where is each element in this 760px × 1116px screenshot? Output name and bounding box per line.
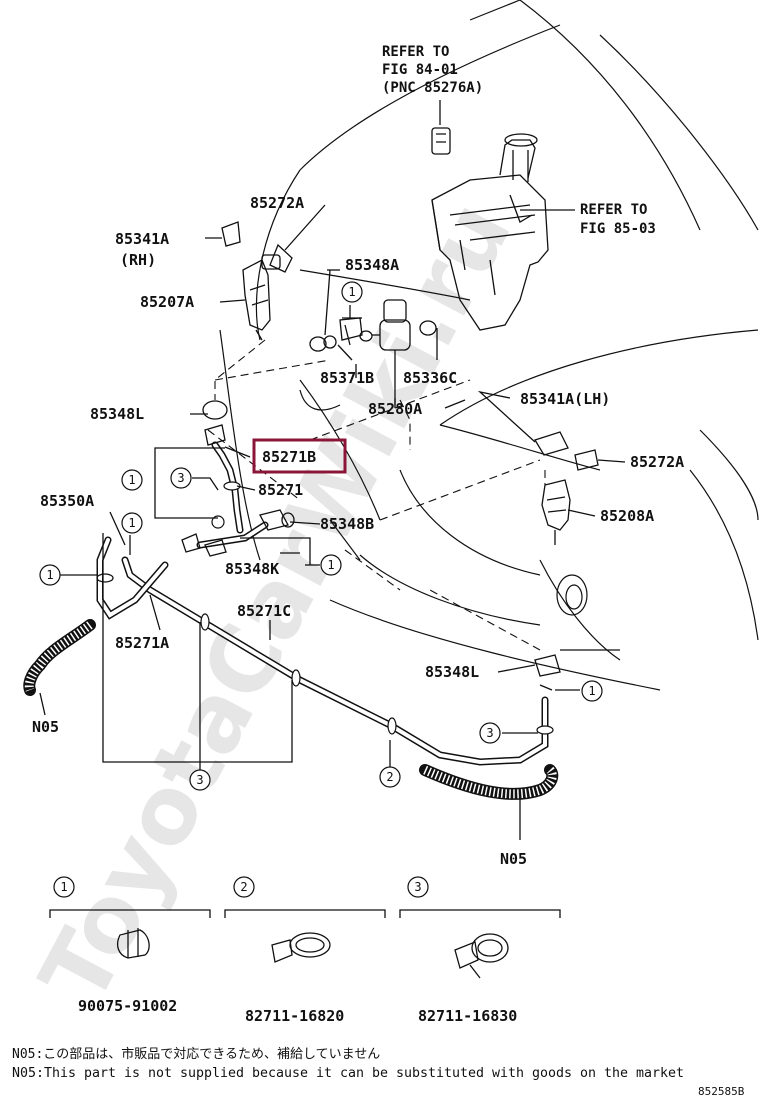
part-label-85272a-right[interactable]: 85272A (630, 453, 684, 471)
legend: 1 2 3 90075-91002 82711-16820 82711-1683… (49, 876, 561, 1025)
part-label-rh: (RH) (120, 251, 156, 269)
ref-note-top-line3: (PNC 85276A) (382, 80, 483, 96)
hose-clamp-icon-2 (454, 933, 509, 979)
part-label-85341a-rh[interactable]: 85341A (115, 230, 169, 248)
callout-1-c: 1 (121, 512, 143, 534)
svg-text:1: 1 (128, 516, 135, 530)
svg-text:2: 2 (386, 770, 393, 784)
ref-note-top-line1: REFER TO (382, 44, 449, 60)
part-label-85371b[interactable]: 85371B (320, 369, 374, 387)
part-label-85350a[interactable]: 85350A (40, 492, 94, 510)
part-label-85271b[interactable]: 85271B (262, 448, 316, 466)
part-label-85348l-top[interactable]: 85348L (90, 405, 144, 423)
svg-text:2: 2 (240, 880, 247, 894)
washer-tank (431, 133, 549, 331)
callout-3-a: 3 (170, 467, 192, 489)
footnote-english: N05:This part is not supplied because it… (12, 1066, 684, 1081)
ref-note-top-line2: FIG 84-01 (382, 62, 458, 78)
hose-clamps (200, 481, 554, 735)
part-label-85271c[interactable]: 85271C (237, 602, 291, 620)
svg-text:3: 3 (486, 726, 493, 740)
hose-fittings (96, 400, 561, 691)
svg-text:1: 1 (327, 558, 334, 572)
callout-2-a: 2 (379, 766, 401, 788)
leader-lines (39, 204, 626, 840)
callout-1-f: 1 (581, 680, 603, 702)
part-label-85341a-lh[interactable]: 85341A(LH) (520, 390, 610, 408)
part-label-85348a[interactable]: 85348A (345, 256, 399, 274)
hose-clamp-icon (271, 932, 331, 963)
footnote-japanese: N05:この部品は、市販品で対応できるため、補給していません (12, 1046, 380, 1062)
callout-1-d: 1 (39, 564, 61, 586)
svg-text:1: 1 (588, 684, 595, 698)
selected-part-highlight (252, 438, 347, 474)
part-label-85271[interactable]: 85271 (258, 481, 303, 499)
hose-joint (309, 317, 363, 361)
washer-pump (359, 299, 437, 395)
part-label-85272a-top[interactable]: 85272A (250, 194, 304, 212)
legend-callout-3: 3 (407, 876, 429, 898)
svg-text:3: 3 (196, 773, 203, 787)
clip-icon (117, 928, 150, 959)
part-label-85208a[interactable]: 85208A (600, 507, 654, 525)
svg-text:3: 3 (414, 880, 421, 894)
legend-part-1[interactable]: 90075-91002 (78, 997, 177, 1015)
callout-1-b: 1 (121, 469, 143, 491)
headlamp-washer-nozzle-lh (541, 479, 571, 545)
callout-1-a: 1 (341, 281, 363, 303)
svg-text:1: 1 (60, 880, 67, 894)
figure-code: 852585B (698, 1085, 745, 1098)
part-label-85348l-bottom[interactable]: 85348L (425, 663, 479, 681)
headlamp-washer-nozzle-rh (242, 254, 281, 341)
legend-part-2[interactable]: 82711-16820 (245, 1007, 344, 1025)
corrugated-hose-left (23, 619, 96, 696)
part-label-n05-right[interactable]: N05 (500, 850, 527, 868)
callout-3-b: 3 (479, 722, 501, 744)
legend-part-3[interactable]: 82711-16830 (418, 1007, 517, 1025)
legend-callout-1: 1 (53, 876, 75, 898)
corrugated-hose-right (419, 764, 559, 800)
part-label-n05-left[interactable]: N05 (32, 718, 59, 736)
legend-callout-2: 2 (233, 876, 255, 898)
ref-note-right-line1: REFER TO (580, 202, 647, 218)
callout-1-e: 1 (320, 554, 342, 576)
part-label-85280a[interactable]: 85280A (368, 400, 422, 418)
svg-text:1: 1 (46, 568, 53, 582)
part-label-85348k[interactable]: 85348K (225, 560, 279, 578)
svg-text:1: 1 (128, 473, 135, 487)
part-label-85207a[interactable]: 85207A (140, 293, 194, 311)
part-label-85348b[interactable]: 85348B (320, 515, 374, 533)
callout-3-c: 3 (189, 769, 211, 791)
svg-text:1: 1 (348, 285, 355, 299)
part-label-85271a[interactable]: 85271A (115, 634, 169, 652)
connector-icon (431, 127, 451, 155)
part-label-85336c[interactable]: 85336C (403, 369, 457, 387)
ref-note-right-line2: FIG 85-03 (580, 221, 656, 237)
svg-text:3: 3 (177, 471, 184, 485)
